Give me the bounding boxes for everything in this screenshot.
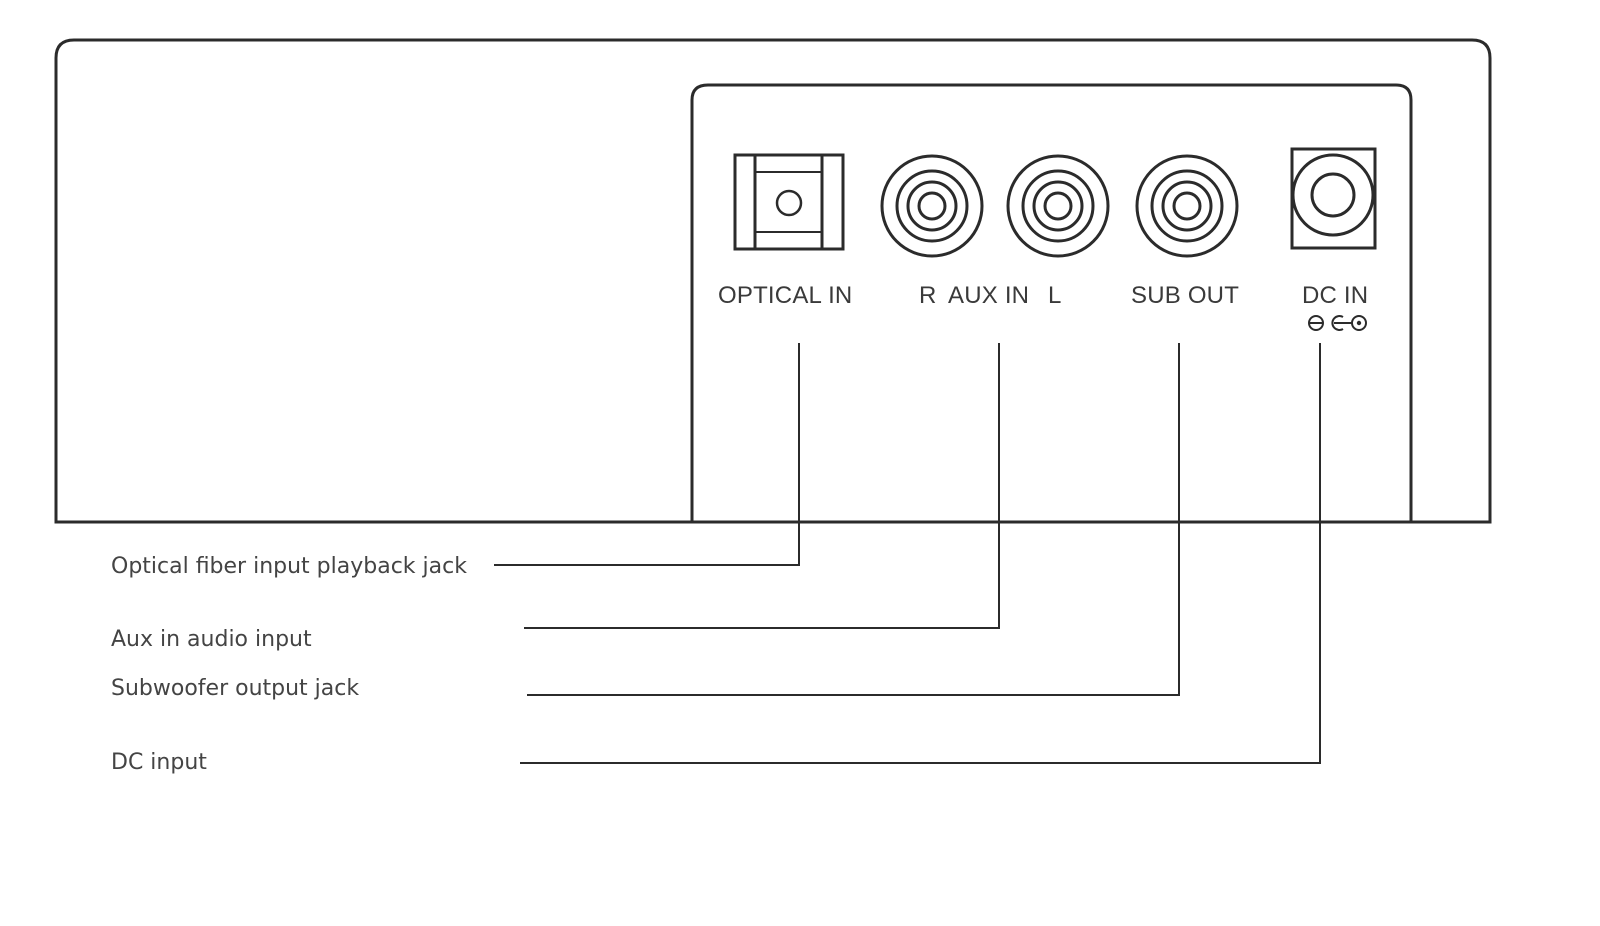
sub-callout-label: Subwoofer output jack <box>111 676 359 701</box>
aux-in-label: AUX IN <box>948 282 1029 309</box>
sub-out-jack <box>1135 154 1239 258</box>
sub-out-label: SUB OUT <box>1131 282 1239 309</box>
optical-callout-label: Optical fiber input playback jack <box>111 554 467 579</box>
optical-leader-line <box>494 343 800 566</box>
aux-in-r-label: R <box>919 282 937 309</box>
dc-polarity-icon <box>1308 315 1367 331</box>
aux-leader-line <box>524 343 1000 629</box>
dc-in-label: DC IN <box>1302 282 1368 309</box>
aux-in-l-label: L <box>1048 282 1062 309</box>
sub-leader-line <box>527 343 1180 696</box>
connector-panel-outline <box>690 83 1413 522</box>
aux-callout-label: Aux in audio input <box>111 627 312 652</box>
dc-callout-label: DC input <box>111 750 207 775</box>
dc-leader-line <box>520 343 1321 764</box>
aux-in-l-jack <box>1006 154 1110 258</box>
device-body-outline <box>54 38 1492 524</box>
dc-in-jack <box>1290 147 1377 250</box>
optical-in-label: OPTICAL IN <box>718 282 852 309</box>
optical-in-jack <box>733 153 845 251</box>
aux-in-r-jack <box>880 154 984 258</box>
